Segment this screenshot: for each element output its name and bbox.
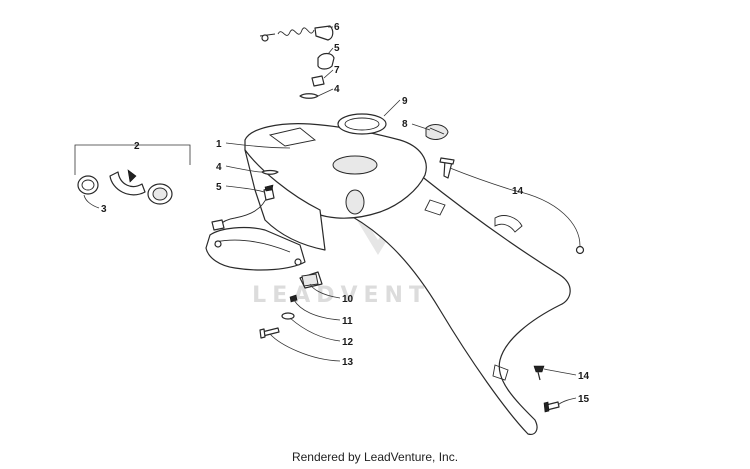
screw-part-14-right: [575, 245, 585, 255]
callout-2: 2: [134, 141, 140, 152]
plug-part-8: [425, 124, 449, 140]
callout-8: 8: [402, 119, 408, 130]
washer-part-4-left: [261, 169, 279, 175]
callout-3: 3: [101, 204, 107, 215]
callout-13: 13: [342, 357, 354, 368]
callout-10: 10: [342, 294, 354, 305]
callout-1: 1: [216, 139, 222, 150]
washer-part-12: [281, 312, 295, 320]
callout-14-top: 14: [512, 186, 524, 197]
callout-labels: 6 5 7 4 9 8 1 2 4 5 3 14 10 11 12 13 14 …: [101, 22, 590, 405]
spring-cable-part-6: [259, 25, 334, 42]
callout-6: 6: [334, 22, 340, 33]
gauge-ring-part-9: [337, 113, 387, 135]
callout-11: 11: [342, 316, 353, 327]
screw-part-13: [259, 327, 280, 339]
callout-9: 9: [402, 96, 408, 107]
callout-14-lower: 14: [578, 371, 590, 382]
callout-4-left: 4: [216, 162, 222, 173]
cap-part-5: [317, 52, 335, 70]
screw-part-15: [543, 401, 560, 413]
nut-part-11: [289, 294, 298, 303]
wiring-harness: [211, 184, 275, 231]
screw-part-14-top: [439, 157, 455, 179]
callout-5-left: 5: [216, 182, 222, 193]
callout-7: 7: [334, 65, 340, 76]
callout-12: 12: [342, 337, 354, 348]
callout-15: 15: [578, 394, 590, 405]
render-credit: Rendered by LeadVenture, Inc.: [291, 450, 459, 464]
leader-lines: [74, 26, 581, 406]
screw-part-14-lower: [533, 365, 545, 381]
accessory-group-part-2: [77, 169, 173, 205]
callout-5-top: 5: [334, 43, 340, 54]
nut-part-7: [311, 75, 325, 87]
callout-4-top: 4: [334, 84, 340, 95]
washer-part-4-top: [299, 93, 319, 99]
console-body: [205, 123, 571, 435]
clip-part-10: [301, 273, 319, 287]
